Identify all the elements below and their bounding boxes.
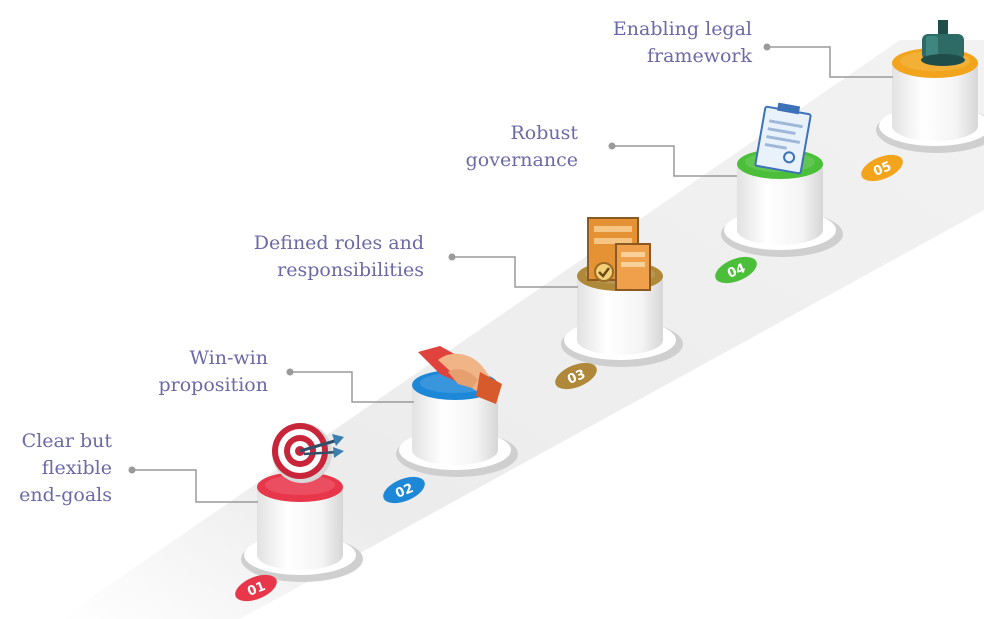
step-label: Defined roles and responsibilities <box>254 230 424 284</box>
step-badge-shape <box>235 574 277 602</box>
step-label-line: proposition <box>158 374 268 396</box>
clipboard-icon <box>754 102 812 175</box>
step-05-pedestal <box>876 48 984 153</box>
step-connector-dot <box>763 43 771 51</box>
step-connector-dot <box>448 253 456 261</box>
step-badge-shape <box>715 256 757 284</box>
pedestal-body <box>577 276 663 355</box>
step-label: Clear but flexible end-goals <box>19 428 112 509</box>
step-label-line: Clear but <box>21 430 112 452</box>
step-number: 04 <box>725 261 747 282</box>
step-04-pedestal <box>721 149 843 257</box>
step-badge-shape <box>861 154 903 182</box>
target-icon <box>272 423 344 483</box>
pedestal-body <box>737 164 823 245</box>
handshake-icon <box>418 346 502 404</box>
step-connector-line <box>452 256 578 288</box>
gavel-icon <box>921 20 965 66</box>
step-label-line: Robust <box>510 122 578 144</box>
step-badge: 05 <box>861 154 903 182</box>
step-label-line: Defined roles and <box>253 232 424 254</box>
step-label-line: Enabling legal <box>612 18 752 40</box>
step-connector-line <box>612 145 737 177</box>
step-number: 03 <box>565 367 587 388</box>
step-connector-dot <box>608 142 616 150</box>
step-connector-line <box>767 46 893 78</box>
step-connector-dot <box>128 466 136 474</box>
step-number: 01 <box>245 579 267 600</box>
pedestal-body <box>892 63 978 141</box>
step-badge: 02 <box>383 476 425 504</box>
step-label-line: Win-win <box>189 347 268 369</box>
step-badge-shape <box>383 476 425 504</box>
pedestal-top <box>257 472 343 502</box>
step-label-line: responsibilities <box>277 259 424 281</box>
pedestal-body <box>412 385 498 465</box>
step-label: Robust governance <box>466 120 578 174</box>
step-badge: 01 <box>235 574 277 602</box>
step-label-line: end-goals <box>19 484 112 506</box>
step-badge: 03 <box>555 362 597 390</box>
pedestal-highlight <box>265 475 335 495</box>
step-connector-line <box>132 469 258 503</box>
step-01-pedestal <box>241 472 363 582</box>
step-label: Enabling legal framework <box>613 16 752 70</box>
step-connector-dot <box>286 368 294 376</box>
pedestal-body <box>257 487 343 570</box>
step-label: Win-win proposition <box>158 345 268 399</box>
step-badge: 04 <box>715 256 757 284</box>
step-number: 05 <box>871 159 893 180</box>
step-badge-shape <box>555 362 597 390</box>
step-label-line: flexible <box>41 457 112 479</box>
step-label-line: framework <box>646 45 752 67</box>
step-connector-line <box>290 371 414 403</box>
step-number: 02 <box>393 481 415 502</box>
documents-check-icon <box>587 217 651 291</box>
step-label-line: governance <box>465 149 578 171</box>
